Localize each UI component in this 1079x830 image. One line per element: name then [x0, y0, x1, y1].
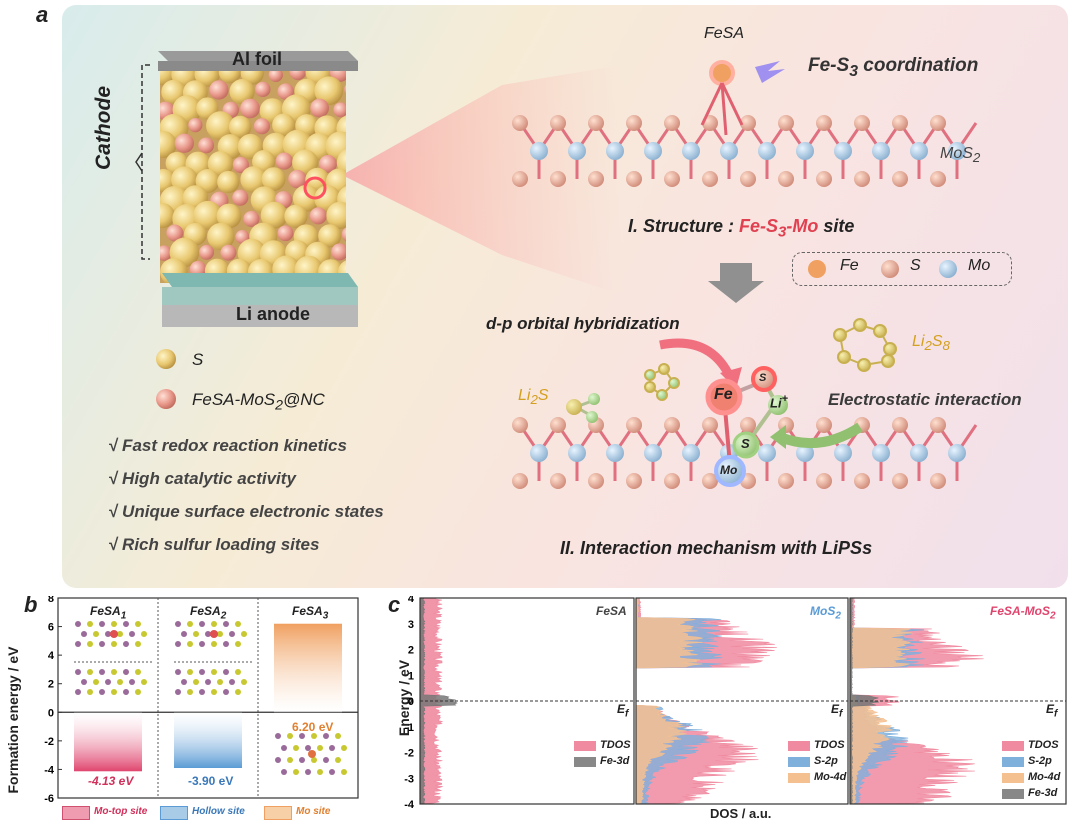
legend-fe: Fe	[840, 257, 859, 274]
dos-title-fesa-mos2: FeSA-MoS2	[990, 604, 1056, 622]
li2s8-label: Li2S8	[912, 333, 950, 354]
electrostatic-label: Electrostatic interaction	[828, 390, 1022, 409]
leg2-mo4d: Mo-4d	[814, 771, 847, 783]
atom-s-top-label: S	[759, 372, 767, 384]
legend-motop: Mo-top site	[94, 806, 148, 817]
leg3-s2p-swatch	[1002, 757, 1024, 767]
panel-b-ylabel: Formation energy / eV	[5, 646, 21, 794]
bullet-1: √ Fast redox reaction kinetics	[108, 436, 347, 455]
config-2-label: FeSA2	[190, 604, 227, 622]
bar-FeSA2	[174, 712, 242, 768]
ytick-label: 4	[48, 650, 55, 662]
cathode-spheres	[160, 65, 346, 283]
ytick-label: 2	[48, 679, 54, 691]
ytick-label: 0	[48, 707, 54, 719]
bullet-2: √ High catalytic activity	[108, 469, 296, 488]
li-anode-label: Li anode	[236, 304, 311, 324]
legend-swatch-mo	[264, 806, 292, 820]
legend-swatch-motop	[62, 806, 90, 820]
legend-hollow: Hollow site	[192, 806, 245, 817]
leg2-s2p: S-2p	[814, 755, 838, 767]
panel-c-letter: c	[388, 592, 401, 617]
ytick-label: -3	[404, 773, 414, 785]
legend-fesa-label: FeSA-MoS2@NC	[192, 390, 325, 414]
dos-title-mos2: MoS2	[810, 604, 841, 622]
fesa-atom-label: FeSA	[704, 25, 745, 42]
formation-energy-chart: 8 6 4 2 0 -2 -4 -6	[44, 596, 359, 805]
ytick-label: -4	[44, 764, 55, 776]
structure-title: I. Structure : Fe-S3-Mo site	[628, 216, 855, 241]
leg3-fe3d: Fe-3d	[1028, 787, 1058, 799]
config-1-label: FeSA1	[90, 604, 127, 622]
ytick-label: -1	[404, 722, 414, 734]
ytick-label: 8	[48, 596, 54, 605]
ytick-label: -2	[404, 748, 414, 760]
leg3-s2p: S-2p	[1028, 755, 1052, 767]
ytick-label: 1	[408, 670, 414, 682]
legend-s: S	[910, 257, 921, 274]
legend-mo-site: Mo site	[296, 806, 331, 817]
ytick-label: 2	[408, 645, 414, 657]
panel-a-letter: a	[36, 2, 49, 27]
bullet-4: √ Rich sulfur loading sites	[108, 535, 320, 554]
bar-FeSA3	[274, 623, 342, 713]
ytick-label: 4	[408, 596, 415, 605]
value-label-2: -3.90 eV	[188, 774, 234, 788]
cathode-illustration	[135, 51, 622, 409]
ytick-label: -6	[44, 793, 54, 805]
value-label-3: 6.20 eV	[292, 720, 334, 734]
leg3-mo4d-swatch	[1002, 773, 1024, 783]
ytick-label: -2	[44, 736, 54, 748]
li2s-label: Li2S	[518, 387, 549, 408]
leg2-s2p-swatch	[788, 757, 810, 767]
mos2-label: MoS2	[940, 145, 981, 166]
fermi-label-1: Ef	[617, 702, 629, 720]
fermi-label-3: Ef	[1046, 702, 1058, 720]
config-3-label: FeSA3	[292, 604, 329, 622]
atom-li-label: Li+	[770, 393, 788, 411]
coordination-label: Fe-S3 coordination	[808, 55, 979, 80]
ytick-label: 0	[408, 696, 414, 708]
leg2-mo4d-swatch	[788, 773, 810, 783]
leg1-tdos: TDOS	[600, 739, 631, 751]
mechanism-title: II. Interaction mechanism with LiPSs	[560, 538, 873, 558]
dp-orbital-label: d-p orbital hybridization	[486, 314, 680, 333]
leg3-tdos: TDOS	[1028, 739, 1059, 751]
value-label-1: -4.13 eV	[88, 774, 134, 788]
ytick-label: -4	[404, 799, 415, 808]
dos-chart: 4 3 2 1 0 -1 -2 -3 -4	[404, 596, 1067, 808]
legend-swatch-hollow	[160, 806, 188, 820]
leg1-fe3d-swatch	[574, 757, 596, 767]
leg3-fe3d-swatch	[1002, 789, 1024, 799]
atom-legend-box	[792, 252, 1012, 286]
bullet-3: √ Unique surface electronic states	[108, 502, 384, 521]
legend-mo: Mo	[968, 257, 991, 274]
atom-fe-label: Fe	[714, 386, 733, 403]
cathode-label: Cathode	[92, 86, 115, 170]
al-foil-label: Al foil	[232, 49, 282, 69]
atom-s-mid-label: S	[741, 436, 750, 451]
panel-c-xlabel: DOS / a.u.	[710, 806, 772, 821]
dos-title-fesa: FeSA	[596, 604, 627, 618]
leg3-tdos-swatch	[1002, 741, 1024, 751]
leg3-mo4d: Mo-4d	[1028, 771, 1061, 783]
atom-mo-label: Mo	[720, 463, 738, 477]
ytick-label: 6	[48, 622, 54, 634]
leg1-tdos-swatch	[574, 741, 596, 751]
legend-sulfur-label: S	[192, 350, 204, 369]
leg2-tdos-swatch	[788, 741, 810, 751]
panel-b-letter: b	[24, 592, 38, 617]
ytick-label: 3	[408, 619, 414, 631]
leg2-tdos: TDOS	[814, 739, 845, 751]
mos2-structure-illustration	[512, 60, 978, 489]
fermi-label-2: Ef	[831, 702, 843, 720]
leg1-fe3d: Fe-3d	[600, 755, 630, 767]
bar-FeSA1	[74, 712, 142, 772]
fesa-mos2-fe3d-area	[849, 597, 880, 805]
